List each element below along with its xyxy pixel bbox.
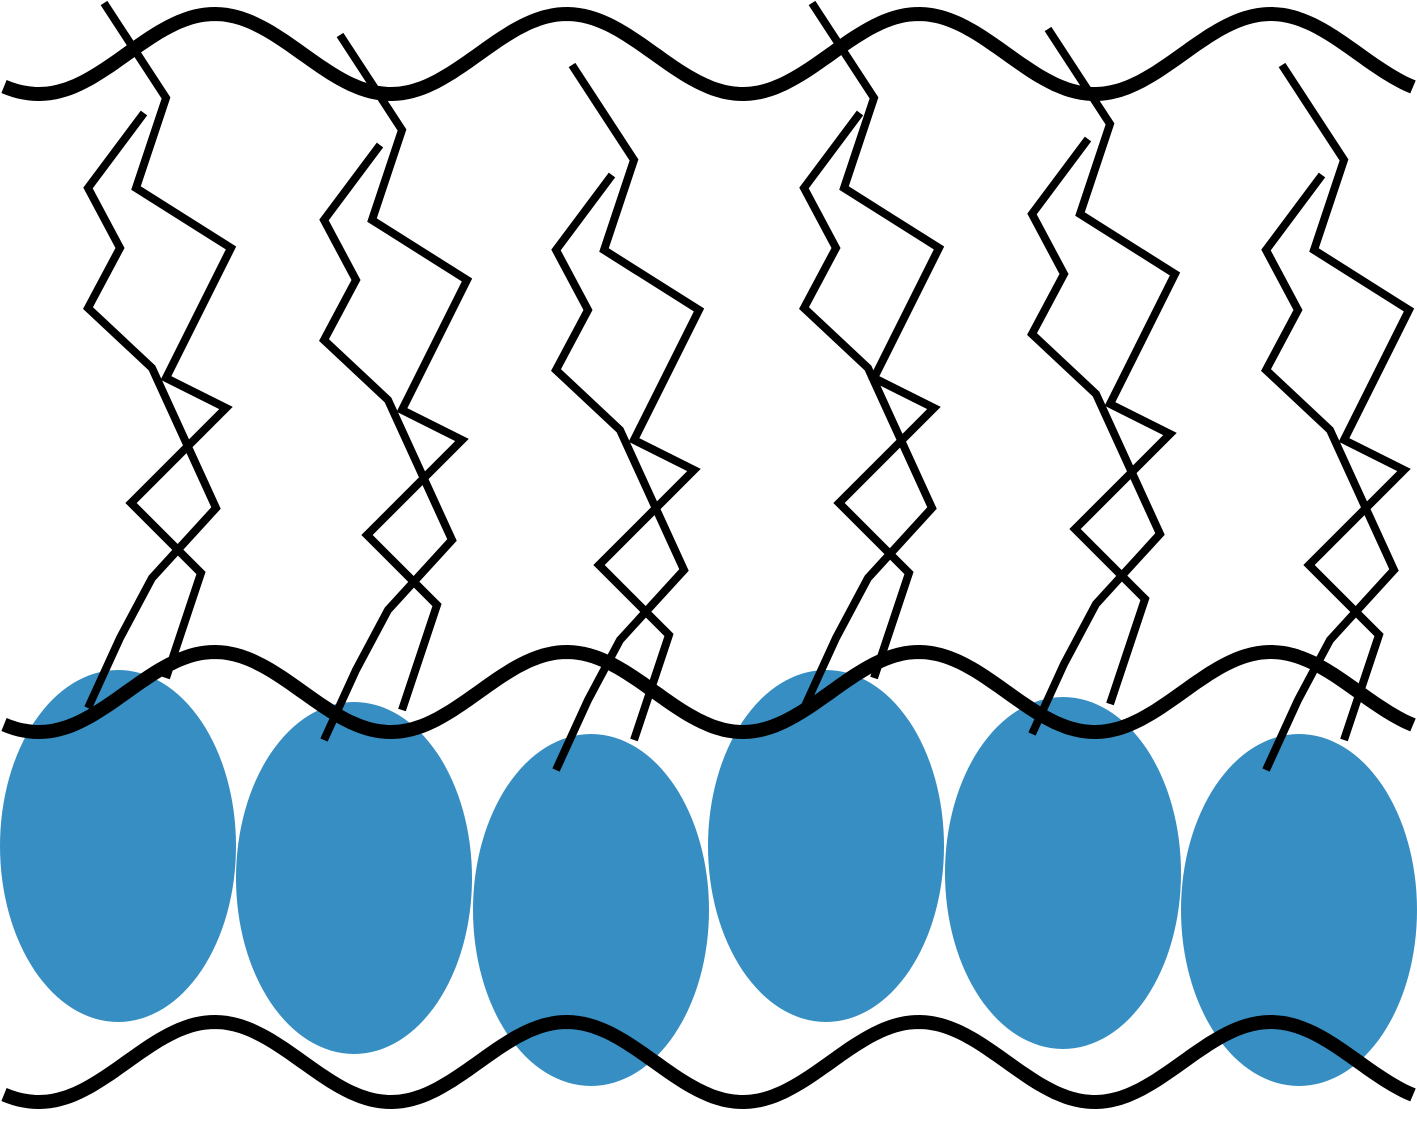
lipid-tail-3 [551,62,705,772]
membrane-wave-middle [1,645,1416,739]
lipid-head-1 [0,670,236,1022]
lipid-tail-6 [1261,62,1415,772]
lipid-head-6 [1181,734,1417,1086]
lipid-tail-5 [1027,26,1181,736]
tail-strand-right [336,32,473,712]
tail-strand-left [551,172,689,772]
tail-strand-right [1044,26,1181,706]
tail-strand-right [100,0,237,680]
tail-strand-left [799,110,937,710]
lipid-tail-4 [799,0,945,710]
lipid-tail-1 [83,0,237,710]
lipid-head-4 [708,670,944,1022]
lipid-head-2 [236,702,472,1054]
tail-strand-left [1027,136,1165,736]
lipid-head-3 [473,734,709,1086]
waves-layer [1,7,1416,1109]
tail-strand-right [808,0,945,680]
heads-layer [0,670,1417,1086]
membrane-wave-bottom [1,1015,1416,1109]
membrane-wave-top [1,7,1416,101]
tail-strand-right [568,62,705,742]
tails-layer [83,0,1415,772]
lipid-head-5 [945,697,1181,1049]
tail-strand-right [1278,62,1415,742]
tail-strand-left [319,142,457,742]
tail-strand-left [83,110,221,710]
lipid-tail-2 [319,32,473,742]
